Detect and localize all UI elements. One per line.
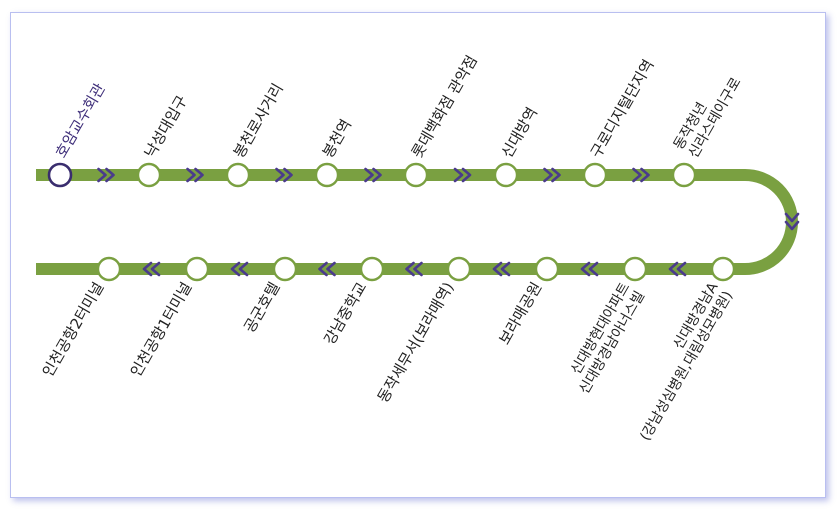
station-label: 호암교수회관 (52, 80, 109, 161)
station-label-text: 봉천로사거리 (230, 80, 287, 161)
station-marker[interactable] (272, 256, 298, 282)
station-label-text: 롯데백화점 관악점 (408, 52, 481, 161)
station-label: 인천공항1터미널 (127, 279, 196, 380)
station-marker[interactable] (314, 162, 340, 188)
station-marker[interactable] (96, 256, 122, 282)
station-label-text: 강남중학교 (320, 279, 370, 348)
station-label: 인천공항2터미널 (39, 279, 108, 380)
direction-chevron (275, 167, 293, 183)
station-marker[interactable] (622, 256, 648, 282)
direction-chevron (364, 167, 382, 183)
station-label: 강남중학교 (320, 279, 370, 348)
direction-chevron (492, 261, 511, 277)
station-marker[interactable] (225, 162, 251, 188)
station-marker[interactable] (359, 256, 385, 282)
station-label: 낙성대입구 (141, 92, 191, 161)
station-label-text: 보라매공원 (495, 279, 545, 348)
direction-chevron (405, 261, 423, 277)
direction-chevron (453, 167, 472, 183)
direction-chevron (543, 167, 561, 183)
route-line-path (36, 169, 798, 275)
station-label: 봉천역 (319, 116, 355, 161)
station-marker[interactable] (446, 256, 472, 282)
station-label: 공군호텔 (240, 279, 283, 336)
station-label: 봉천로사거리 (230, 80, 287, 161)
station-label-text: 봉천역 (319, 116, 355, 161)
route-map-frame (10, 12, 826, 498)
station-label: 구로디지털단지역 (587, 56, 658, 161)
direction-chevron (97, 167, 115, 183)
direction-chevron (230, 261, 249, 277)
station-labels: 호암교수회관 낙성대입구 봉천로사거리 봉천역 롯데백화점 관악점 신대방역 구로디지털단지… (39, 52, 745, 443)
station-label-text: (강남성심병원,대림성모병원) (637, 289, 736, 444)
station-label-text: 인천공항2터미널 (39, 279, 108, 380)
station-label-text: 낙성대입구 (141, 92, 191, 161)
direction-chevron (142, 261, 161, 277)
station-marker[interactable] (184, 256, 210, 282)
station-label-text: 구로디지털단지역 (587, 56, 658, 161)
station-label-text: 인천공항1터미널 (127, 279, 196, 380)
route-line (36, 169, 798, 275)
stations (47, 162, 736, 282)
station-marker[interactable] (136, 162, 162, 188)
station-label: 롯데백화점 관악점 (408, 52, 481, 161)
direction-chevron (580, 261, 599, 277)
station-marker[interactable] (671, 162, 697, 188)
station-label-text: 공군호텔 (240, 279, 283, 336)
station-marker[interactable] (47, 162, 73, 188)
direction-chevron (318, 261, 336, 277)
station-label-text: 동작세무서(보라매역) (374, 279, 458, 406)
direction-chevron (186, 167, 204, 183)
direction-chevron (632, 167, 650, 183)
direction-arrows (97, 167, 800, 277)
station-marker[interactable] (403, 162, 429, 188)
station-label-text: 호암교수회관 (52, 80, 109, 161)
direction-chevron (784, 212, 800, 231)
station-label: 보라매공원 (495, 279, 545, 348)
direction-chevron (668, 261, 687, 277)
station-marker[interactable] (534, 256, 560, 282)
station-label: 신대방역 (498, 104, 541, 161)
station-label: 동작세무서(보라매역) (374, 279, 458, 406)
station-marker[interactable] (493, 162, 519, 188)
station-marker[interactable] (710, 256, 736, 282)
station-label-text: 신대방역 (498, 104, 541, 161)
station-marker[interactable] (582, 162, 608, 188)
